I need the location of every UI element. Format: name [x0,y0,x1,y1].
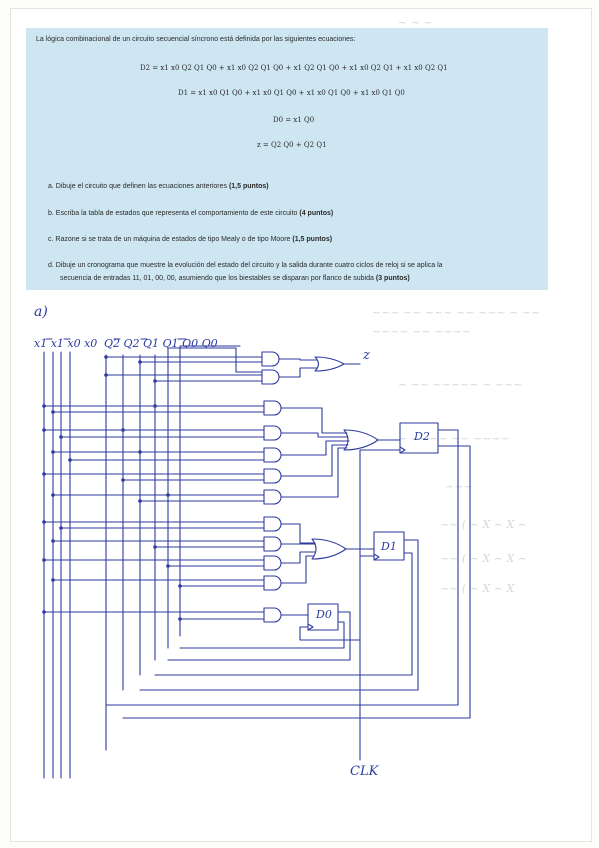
bleed-through-mark: ~ ~ ~ [398,16,433,29]
question-b-points: (4 puntos) [299,210,334,217]
state-vars-label: Q2 Q2 Q1 Q1 Q0 Q0 [104,337,218,350]
question-a: a. Dibuje el circuito que definen las ec… [48,183,269,190]
input-vars-label: x1 x1 x0 x0 [34,337,98,350]
or-to-ff-wires [345,439,401,550]
clock-label: CLK [350,764,379,779]
signal-rails [43,351,181,779]
flipflop-d1-label: D1 [381,540,397,553]
question-d-cont: secuencia de entradas 11, 01, 00, 00, as… [60,275,410,282]
feedback-wires [105,345,471,719]
or-gates [311,356,379,560]
junction-dots [42,355,182,621]
exam-question-box [26,28,548,290]
bleed-through-mark: ~~~~ ~~ ~~~~ [372,325,472,338]
question-c-text: c. Razone si se trata de un máquina de e… [48,236,291,243]
question-d-points: (3 puntos) [375,275,410,282]
question-a-points: (1,5 puntos) [228,183,269,190]
equation-d0: D0 = x1 Q0 [273,116,315,124]
flipflop-d0-label: D0 [316,608,332,621]
question-b: b. Escriba la tabla de estados que repre… [48,210,333,217]
equation-d2: D2 = x1 x0 Q2 Q1 Q0 + x1 x0 Q2 Q1 Q0 + x… [140,64,448,72]
equation-d1: D1 = x1 x0 Q1 Q0 + x1 x0 Q1 Q0 + x1 x0 Q… [178,89,405,97]
part-a-label: a) [34,304,48,320]
d-flipflops [307,422,439,631]
question-d-cont-text: secuencia de entradas 11, 01, 00, 00, as… [60,275,374,282]
gate-input-wires [43,356,265,620]
output-z-label: z [363,348,370,363]
question-b-text: b. Escriba la tabla de estados que repre… [48,210,298,217]
gate-output-wires [278,358,361,616]
bleed-through-mark: ~~ ( ~ X ~ X [440,582,515,595]
equation-z: z = Q2 Q0 + Q2 Q1 [257,141,327,149]
problem-statement: La lógica combinacional de un circuito s… [36,36,356,43]
question-d: d. Dibuje un cronograma que muestre la e… [48,262,443,269]
question-c: c. Razone si se trata de un máquina de e… [48,236,332,243]
and-gates [261,351,282,623]
bleed-through-mark: ~~ ( ~ X ~ X ~ [440,552,528,565]
bleed-through-mark: ~ ~~ ~~~~~ ~ ~~~ [398,378,523,391]
question-d-text: d. Dibuje un cronograma que muestre la e… [48,262,443,269]
bleed-through-mark: ~~~ ~~ ~~~ ~~ ~~~ ~ ~~ [372,306,541,319]
question-c-points: (1,5 puntos) [292,236,333,243]
bleed-through-mark: ~~~ [445,480,473,493]
bleed-through-mark: ~ ~~~~ ~~ ~~~~ [398,432,510,445]
flipflop-d2-label: D2 [414,430,430,443]
clock-wires [299,449,401,761]
bleed-through-mark: ~~ ( ~ X ~ X ~ [440,518,528,531]
question-a-text: a. Dibuje el circuito que definen las ec… [48,183,227,190]
